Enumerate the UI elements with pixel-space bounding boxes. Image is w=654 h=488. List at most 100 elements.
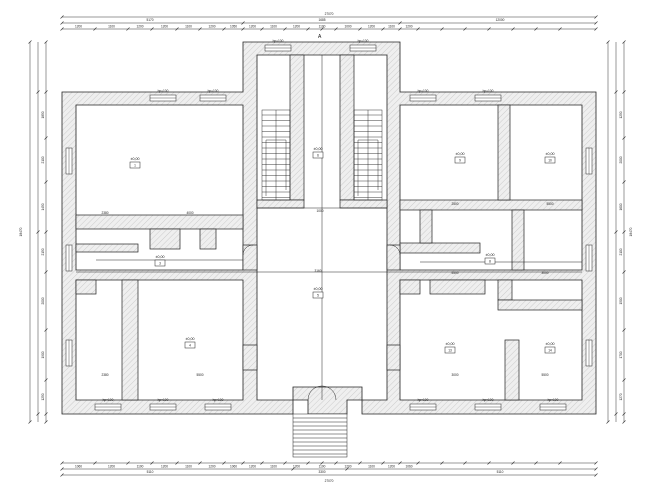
tick (622, 420, 626, 424)
inner-dim-8: 5500 (451, 271, 458, 275)
bottom-row1-dim-5: 1200 (208, 465, 215, 469)
left-dim-0: 1850 (41, 111, 45, 118)
left-dim-6: 1250 (41, 393, 45, 400)
left-dim-1: 2100 (41, 156, 45, 163)
tick (198, 461, 202, 465)
tick (416, 461, 420, 465)
tick (534, 461, 538, 465)
tick (558, 27, 562, 31)
tick (260, 27, 264, 31)
tick (306, 461, 310, 465)
entrance-steps (292, 413, 348, 458)
top-row2-dim-11: 1000 (344, 25, 351, 29)
bottom-row1-dim-11: 1200 (344, 465, 351, 469)
tick (345, 467, 349, 471)
room-top-right-a-mark: ±0,00 (456, 152, 465, 156)
top-row2-dim-6: 1050 (230, 25, 237, 29)
tick (44, 420, 48, 424)
room-top-right-a-tag: 9 (459, 159, 461, 163)
bottom-row1-dim-2: 1100 (137, 465, 144, 469)
bottom-row1-dim-14: 1060 (405, 465, 412, 469)
room-corridor-mark: ±0,00 (314, 287, 323, 291)
top-dim-1: 5170 (146, 18, 153, 22)
top-row2-dim-5: 1200 (208, 25, 215, 29)
tick (606, 40, 610, 44)
window-label: hp=100 (548, 398, 559, 402)
inner-dim-4: 2380 (101, 373, 108, 377)
window-label: hp=100 (483, 89, 494, 93)
tick (126, 27, 130, 31)
top-row2-dim-12: 1200 (368, 25, 375, 29)
dimension-texts: 27070 27070 5170 1685 12000 5110 3300 51… (19, 12, 633, 483)
tick (44, 90, 48, 94)
room-left-corridor-mark: ±0,00 (156, 255, 165, 259)
room-left-corridor-tag-box (154, 259, 166, 267)
tick (594, 15, 598, 19)
tick (614, 90, 618, 94)
top-row2-dim-2: 1200 (136, 25, 143, 29)
inner-dim-1: 4000 (186, 211, 193, 215)
room-bottom-left-tag-box (184, 341, 196, 349)
stair-arrow (265, 139, 287, 196)
tick (614, 412, 618, 416)
room-stair-left-mark: ±0,00 (314, 147, 323, 151)
room-top-right-b-tag-box (544, 156, 556, 164)
tick (334, 461, 338, 465)
top-row2-dim-1: 1100 (108, 25, 115, 29)
room-top-left-mark: ±0,00 (131, 157, 140, 161)
tick (306, 27, 310, 31)
stair-right (353, 109, 383, 201)
overall-depth-right: 18470 (629, 227, 633, 236)
room-top-right-b-mark: ±0,00 (546, 152, 555, 156)
tick (44, 136, 48, 140)
room-bottom-right-b-tag-box (544, 346, 556, 354)
room-bottom-right-b-tag: 14 (548, 349, 552, 353)
inner-dim-10: 1000 (316, 209, 323, 213)
room-corridor-tag: 5 (317, 294, 319, 298)
tick (622, 412, 626, 416)
right-dim-3: 2100 (619, 248, 623, 255)
tick (150, 27, 154, 31)
interior-walls (75, 54, 583, 401)
left-dim-2: 1450 (41, 203, 45, 210)
top-row2-dim-3: 1200 (161, 25, 168, 29)
room-bottom-right-b-mark: ±0,00 (546, 342, 555, 346)
window-label: hp=100 (273, 39, 284, 43)
tick (381, 461, 385, 465)
bottom-dim-2: 3300 (318, 470, 325, 474)
right-dim-6: 1270 (619, 393, 623, 400)
tick (358, 461, 362, 465)
tick (93, 461, 97, 465)
tick (44, 328, 48, 332)
room-top-left-tag: 1 (134, 164, 136, 168)
bottom-row1-dim-6: 1060 (230, 465, 237, 469)
tick (175, 461, 179, 465)
tick (594, 467, 598, 471)
tick (594, 21, 598, 25)
left-dim-5: 1900 (41, 351, 45, 358)
stair-arrow (357, 139, 379, 196)
room-bottom-right-a-tag: 13 (448, 349, 452, 353)
room-right-corridor-mark: ±0,00 (486, 253, 495, 257)
tick (622, 378, 626, 382)
tick (60, 473, 64, 477)
room-bottom-right-a-mark: ±0,00 (446, 342, 455, 346)
tick (511, 461, 515, 465)
tick (334, 27, 338, 31)
tick (60, 461, 64, 465)
tick (93, 27, 97, 31)
tick (36, 230, 40, 234)
tick (241, 21, 245, 25)
room-left-corridor-tag: 3 (159, 262, 161, 266)
bottom-dim-3: 5110 (497, 470, 504, 474)
overall-width-top: 27070 (325, 12, 334, 16)
tick (558, 461, 562, 465)
room-stair-left-tag-box (312, 151, 324, 159)
room-bottom-left-mark: ±0,00 (186, 337, 195, 341)
tick (398, 21, 402, 25)
overall-depth-left: 18470 (19, 227, 23, 236)
inner-dim-2: 2500 (451, 202, 458, 206)
room-bottom-left-tag: 4 (189, 344, 191, 348)
